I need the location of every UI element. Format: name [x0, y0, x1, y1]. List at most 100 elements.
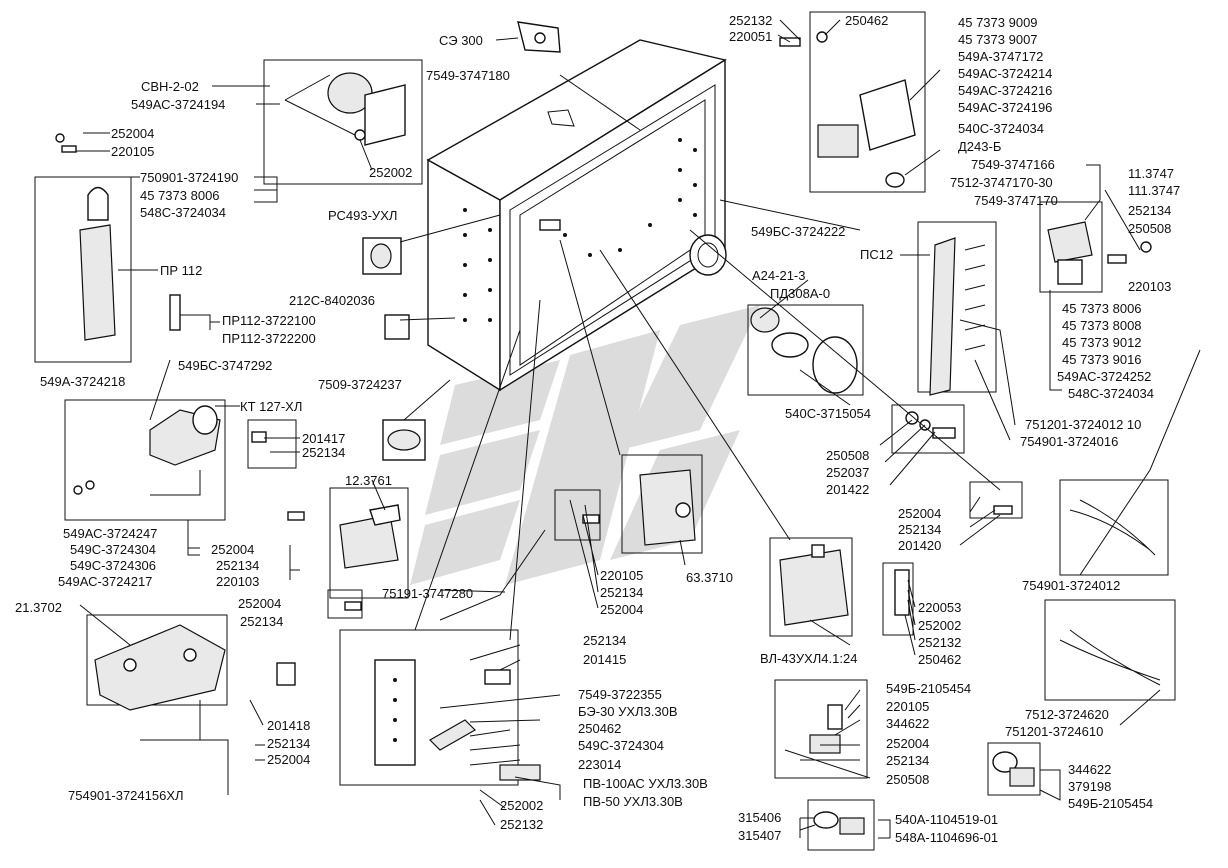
label-201415: 201415	[583, 652, 626, 667]
label-549c3724304: 549С-3724304	[70, 542, 156, 557]
label-549bc3724222: 549БС-3724222	[751, 224, 845, 239]
label-252134-i: 252134	[886, 753, 929, 768]
label-548a: 548А-1104696-01	[895, 830, 998, 845]
label-252134-h: 252134	[583, 633, 626, 648]
label-pr112-3722100: ПР112-3722100	[222, 313, 316, 328]
label-540c3724034: 540С-3724034	[958, 121, 1044, 136]
label-754901-3724156: 754901-3724156ХЛ	[68, 788, 184, 803]
label-379198: 379198	[1068, 779, 1111, 794]
label-220105: 220105	[111, 144, 154, 159]
label-540a: 540А-1104519-01	[895, 812, 998, 827]
label-252132: 252132	[729, 13, 772, 28]
label-252002-c: 252002	[500, 798, 543, 813]
label-45-7373-9007: 45 7373 9007	[958, 32, 1038, 47]
label-549ac3724214: 549АС-3724214	[958, 66, 1052, 81]
label-548c3724034: 548С-3724034	[140, 205, 226, 220]
label-7549-3747180: 7549-3747180	[426, 68, 510, 83]
label-250508-b: 250508	[826, 448, 869, 463]
label-45-7373-9012: 45 7373 9012	[1062, 335, 1142, 350]
label-45-7373-9016: 45 7373 9016	[1062, 352, 1142, 367]
label-63-3710: 63.3710	[686, 570, 733, 585]
label-201418: 201418	[267, 718, 310, 733]
label-7549-3747170: 7549-3747170	[974, 193, 1058, 208]
label-220105-c: 220105	[886, 699, 929, 714]
label-754901-3724016: 754901-3724016	[1020, 434, 1118, 449]
label-se300: СЭ 300	[439, 33, 483, 48]
label-7509: 7509-3724237	[318, 377, 402, 392]
label-45-7373-8008: 45 7373 8008	[1062, 318, 1142, 333]
label-754901-3724012: 754901-3724012	[1022, 578, 1120, 593]
label-549bc3747292: 549БС-3747292	[178, 358, 272, 373]
label-201422: 201422	[826, 482, 869, 497]
label-pc493: РС493-УХЛ	[328, 208, 397, 223]
label-220051: 220051	[729, 29, 772, 44]
label-45-7373-8006: 45 7373 8006	[140, 188, 220, 203]
label-549ac3724252: 549АС-3724252	[1057, 369, 1151, 384]
label-315406: 315406	[738, 810, 781, 825]
label-549ac3724247: 549АС-3724247	[63, 526, 157, 541]
leader-lines	[76, 19, 1201, 839]
label-549c3724304-b: 549С-3724304	[578, 738, 664, 753]
label-223014: 223014	[578, 757, 621, 772]
label-548c3724034-b: 548С-3724034	[1068, 386, 1154, 401]
label-549a3724218: 549А-3724218	[40, 374, 125, 389]
label-pr112-3722200: ПР112-3722200	[222, 331, 316, 346]
label-111-3747: 111.3747	[1128, 183, 1180, 198]
label-252134-b: 252134	[216, 558, 259, 573]
part-labels: СЭ 300 СВН-2-02 549АС-3724194 7549-37471…	[15, 13, 1180, 845]
label-549b2105454: 549Б-2105454	[886, 681, 971, 696]
label-pr112: ПР 112	[160, 263, 202, 278]
label-201417: 201417	[302, 431, 345, 446]
label-315407: 315407	[738, 828, 781, 843]
label-250508-c: 250508	[886, 772, 929, 787]
label-kt127: КТ 127-ХЛ	[240, 399, 302, 414]
label-252004-g: 252004	[886, 736, 929, 751]
label-252004-b: 252004	[211, 542, 254, 557]
label-220053: 220053	[918, 600, 961, 615]
label-252132-c: 252132	[500, 817, 543, 832]
label-252002: 252002	[369, 165, 412, 180]
label-549b2105454-b: 549Б-2105454	[1068, 796, 1153, 811]
label-svn: СВН-2-02	[141, 79, 199, 94]
label-250462-c: 250462	[578, 721, 621, 736]
component-sketches	[55, 21, 1161, 835]
label-252134: 252134	[302, 445, 345, 460]
label-252004-e: 252004	[898, 506, 941, 521]
label-252004-d: 252004	[267, 752, 310, 767]
label-vl43: ВЛ-43УХЛ4.1:24	[760, 651, 857, 666]
label-750901: 750901-3724190	[140, 170, 238, 185]
label-751201-3724012: 751201-3724012 10	[1025, 417, 1141, 432]
label-45-7373-9009: 45 7373 9009	[958, 15, 1038, 30]
label-252002-b: 252002	[918, 618, 961, 633]
label-549a3747172: 549А-3747172	[958, 49, 1043, 64]
label-201420: 201420	[898, 538, 941, 553]
label-252037: 252037	[826, 465, 869, 480]
label-7512-3747170: 7512-3747170-30	[950, 175, 1053, 190]
label-549ac3724217: 549АС-3724217	[58, 574, 152, 589]
label-252134-d: 252134	[267, 736, 310, 751]
label-252134-g: 252134	[600, 585, 643, 600]
label-549ac3724216: 549АС-3724216	[958, 83, 1052, 98]
label-252004-f: 252004	[600, 602, 643, 617]
label-252134-c: 252134	[240, 614, 283, 629]
label-12-3761: 12.3761	[345, 473, 392, 488]
label-pv50: ПВ-50 УХЛ3.30В	[583, 794, 683, 809]
label-252004-c: 252004	[238, 596, 281, 611]
label-7549-3747166: 7549-3747166	[971, 157, 1055, 172]
label-549ac3724194: 549АС-3724194	[131, 97, 225, 112]
label-252132-b: 252132	[918, 635, 961, 650]
label-344622-b: 344622	[1068, 762, 1111, 777]
label-220105-b: 220105	[600, 568, 643, 583]
label-be30: БЭ-30 УХЛ3.30В	[578, 704, 678, 719]
label-344622: 344622	[886, 716, 929, 731]
label-252134-e: 252134	[1128, 203, 1171, 218]
label-7549-3722355: 7549-3722355	[578, 687, 662, 702]
label-252004: 252004	[111, 126, 154, 141]
label-7512-3724620: 7512-3724620	[1025, 707, 1109, 722]
label-549c3724306: 549С-3724306	[70, 558, 156, 573]
label-a24: А24-21-3	[752, 268, 805, 283]
label-21-3702: 21.3702	[15, 600, 62, 615]
label-220103-b: 220103	[1128, 279, 1171, 294]
label-11-3747: 11.3747	[1128, 166, 1174, 181]
label-250508: 250508	[1128, 221, 1171, 236]
